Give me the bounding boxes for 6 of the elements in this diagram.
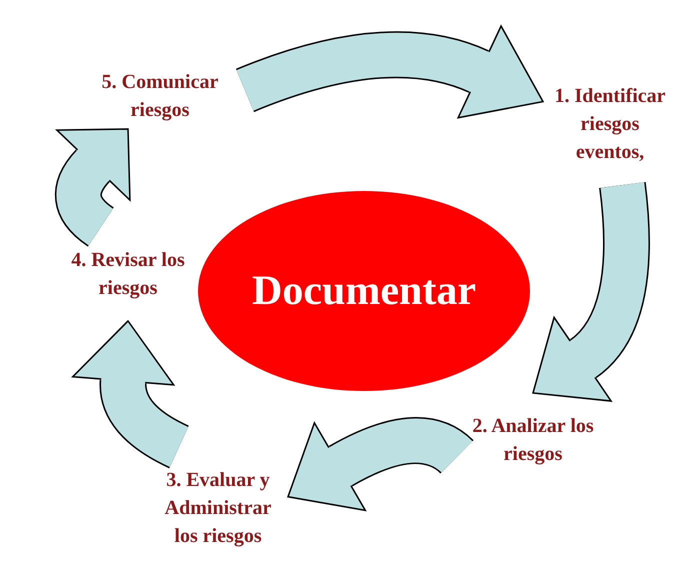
step-label: 4. Revisar los riesgos [70,248,186,301]
step-label: 5. Comunicar riesgos [100,70,220,123]
step-label: 3. Evaluar y Administrar los riesgos [164,468,272,549]
step-label: 2. Analizar los riesgos [471,414,595,467]
step-label: 1. Identificar riesgos eventos, [553,84,667,165]
center-label: Documentar [252,270,476,312]
